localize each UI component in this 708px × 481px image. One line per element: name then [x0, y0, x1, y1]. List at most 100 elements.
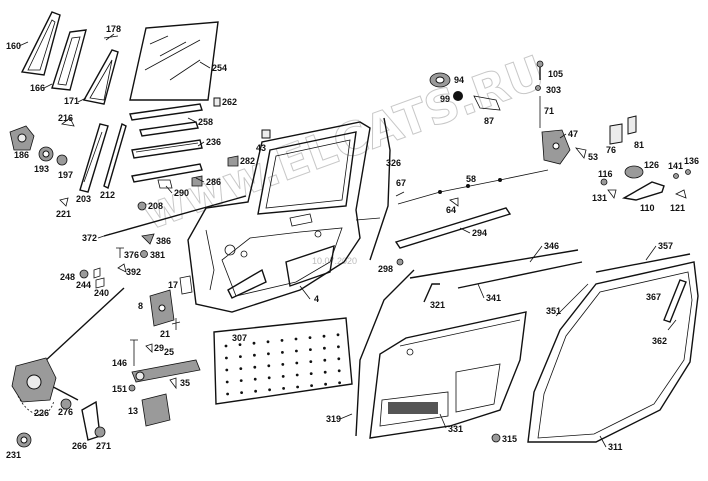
latch-186: [9, 125, 35, 151]
clip-240: [95, 277, 105, 289]
callout-331: 331: [448, 424, 463, 434]
callout-294: 294: [472, 228, 487, 238]
clip-303: [535, 85, 541, 91]
callout-160: 160: [6, 41, 21, 51]
knob-271: [94, 426, 106, 438]
strip-362: [667, 319, 677, 331]
callout-53: 53: [588, 152, 598, 162]
perforation-dot: [225, 380, 229, 384]
perforation-dot: [267, 376, 271, 380]
perforation-dot: [294, 337, 298, 341]
callout-376: 376: [124, 250, 139, 260]
callout-178: 178: [106, 24, 121, 34]
callout-13: 13: [128, 406, 138, 416]
callout-212: 212: [100, 190, 115, 200]
perforation-dot: [268, 388, 271, 392]
clip-136: [685, 169, 691, 175]
callout-87: 87: [484, 116, 494, 126]
callout-248: 248: [60, 272, 75, 282]
callout-166: 166: [30, 83, 45, 93]
perforation-dot: [239, 379, 243, 382]
grommet-208: [137, 201, 147, 211]
perforation-dot: [295, 349, 298, 353]
callout-35: 35: [180, 378, 190, 388]
perforation-dot: [323, 358, 327, 362]
callout-367: 367: [646, 292, 661, 302]
callout-240: 240: [94, 288, 109, 298]
perforation-dot: [267, 364, 271, 368]
clip-141: [673, 173, 679, 179]
callout-171: 171: [64, 96, 79, 106]
callout-258: 258: [198, 117, 213, 127]
callout-81: 81: [634, 140, 644, 150]
callout-216: 216: [58, 113, 73, 123]
rear-door-seal-319: [355, 269, 415, 437]
clip-298: [396, 258, 404, 266]
perforation-dot: [338, 381, 341, 385]
callout-286: 286: [206, 177, 221, 187]
callout-71: 71: [544, 106, 554, 116]
perforation-dot: [240, 391, 244, 394]
perforation-dot: [323, 370, 327, 374]
perforation-dot: [281, 351, 284, 354]
callout-315: 315: [502, 434, 517, 444]
clip-64: [449, 197, 459, 207]
pillar-strip-326: [369, 117, 391, 261]
channel-strips: [129, 103, 203, 183]
bushing-193: [38, 146, 54, 162]
perforation-dot: [309, 348, 312, 351]
clip-29: [145, 343, 153, 353]
callout-151: 151: [112, 384, 127, 394]
handle-126: [624, 165, 644, 179]
vent-window-160: [20, 11, 61, 76]
bracket-13: [141, 393, 171, 427]
lock-rod-58: [397, 169, 549, 205]
perforation-dot: [280, 339, 284, 342]
strip-357: [595, 253, 691, 273]
callout-94: 94: [454, 75, 464, 85]
clip-67: [395, 191, 405, 197]
leader-lines: [18, 41, 657, 448]
clip-286: [191, 175, 203, 187]
callout-221: 221: [56, 209, 71, 219]
callout-226: 226: [34, 408, 49, 418]
callout-110: 110: [640, 203, 655, 213]
callout-131: 131: [592, 193, 607, 203]
callout-372: 372: [82, 233, 97, 243]
perforation-dot: [225, 356, 228, 360]
striker-81: [627, 115, 637, 135]
perforation-dot: [323, 346, 326, 350]
clip-116: [600, 178, 608, 186]
callout-193: 193: [34, 164, 49, 174]
grommet-248: [79, 269, 89, 279]
perforation-dot: [224, 344, 228, 348]
clip-121: [675, 189, 687, 199]
bushing-197: [56, 154, 68, 166]
clip-35: [169, 377, 177, 390]
clip-392: [117, 263, 127, 273]
callout-64: 64: [446, 205, 456, 215]
clip-315: [491, 433, 501, 443]
callout-298: 298: [378, 264, 393, 274]
perforation-dot: [296, 385, 299, 389]
callout-262: 262: [222, 97, 237, 107]
knob-99: [453, 91, 463, 101]
callout-67: 67: [396, 178, 406, 188]
bolt-105: [536, 60, 544, 80]
perforation-dot: [266, 340, 270, 344]
clip-386: [141, 233, 155, 245]
perforation-dot: [324, 382, 327, 386]
rear-door-panel-331: [369, 311, 527, 439]
strip-367: [663, 279, 687, 323]
clip-151: [128, 384, 136, 392]
callout-392: 392: [126, 267, 141, 277]
crank-276: [60, 398, 72, 410]
callout-116: 116: [598, 169, 613, 179]
callout-126: 126: [644, 160, 659, 170]
quarter-glass-171: [82, 49, 119, 105]
callout-271: 271: [96, 441, 111, 451]
callout-47: 47: [568, 129, 578, 139]
handle-94: [429, 72, 451, 88]
callout-346: 346: [544, 241, 559, 251]
callout-341: 341: [486, 293, 501, 303]
